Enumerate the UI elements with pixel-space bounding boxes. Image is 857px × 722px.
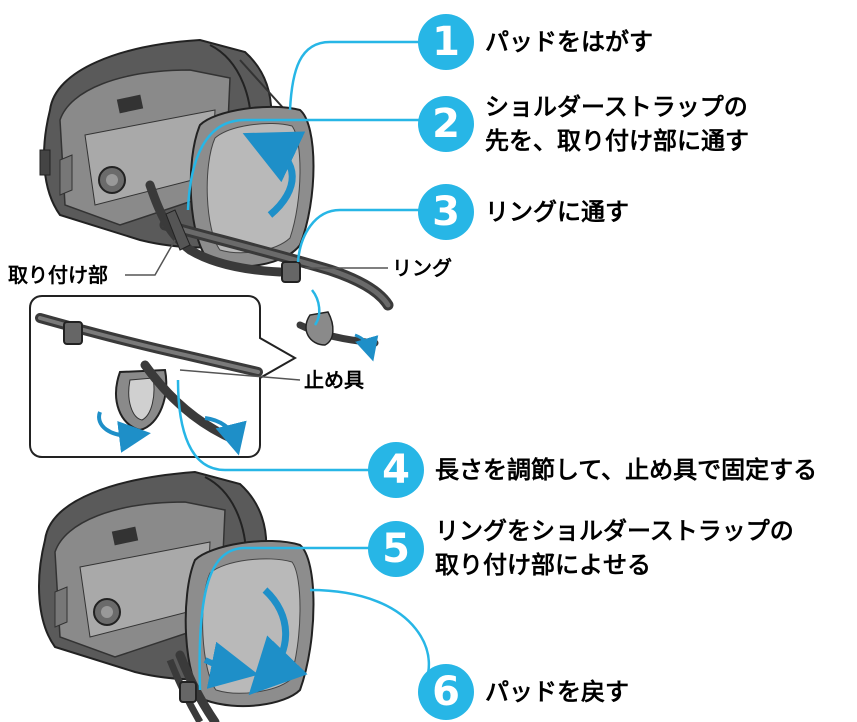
leader-lines	[176, 40, 430, 691]
open-arrow	[242, 131, 306, 218]
callout-lines	[125, 239, 388, 381]
camera-top	[39, 38, 394, 311]
mount-label: 取り付け部	[8, 263, 108, 287]
step-1-number: 1	[418, 14, 474, 70]
step-6-text: パッドを戻す	[485, 678, 629, 706]
stopper-label: 止め具	[304, 368, 364, 392]
close-arrow	[248, 587, 308, 696]
stopper-inset	[29, 295, 379, 458]
step-4-text: 長さを調節して、止め具で固定する	[435, 456, 818, 484]
step-2-number: 2	[418, 96, 474, 152]
camera-bottom	[38, 470, 315, 722]
mount	[165, 209, 191, 251]
step-6-number: 6	[418, 664, 474, 720]
step-4-number: 4	[368, 442, 424, 498]
step-5-text-line-2: 取り付け部によせる	[435, 551, 651, 579]
step-5-number: 5	[368, 521, 424, 577]
step-2-text-line-1: ショルダーストラップの	[485, 93, 748, 121]
grip-pad-bottom	[184, 539, 315, 708]
step-2-text-line-2: 先を、取り付け部に通す	[485, 127, 749, 155]
ring	[281, 261, 301, 283]
strap-top	[145, 180, 394, 311]
ring-label: リング	[392, 256, 452, 280]
step-3-text: リングに通す	[485, 198, 629, 226]
step-3-number: 3	[418, 184, 474, 240]
step-5-text-line-1: リングをショルダーストラップの	[435, 517, 794, 545]
step-1-text: パッドをはがす	[485, 28, 653, 56]
